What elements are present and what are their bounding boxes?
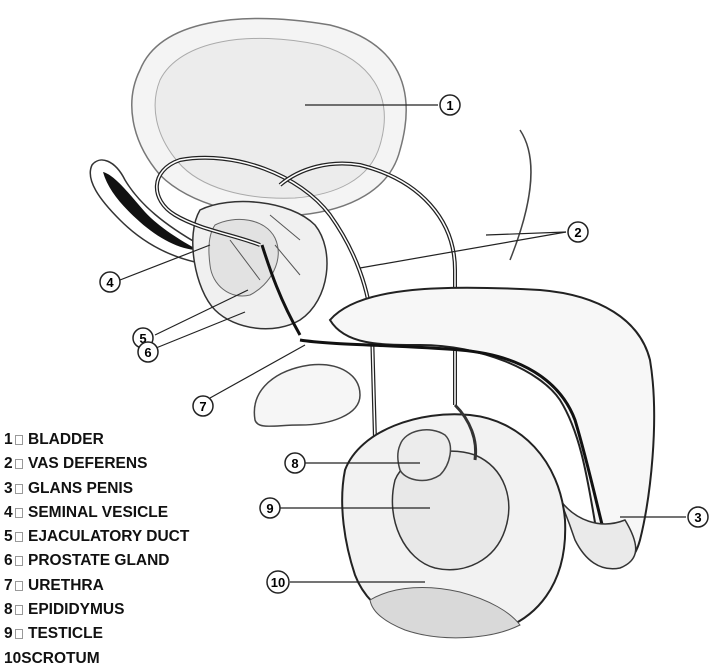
legend-number: 5: [4, 525, 14, 549]
legend-item: 4 SEMINAL VESICLE: [4, 501, 189, 525]
legend-item: 2 VAS DEFERENS: [4, 452, 189, 476]
legend-label: TESTICLE: [28, 625, 103, 642]
legend-label: SCROTUM: [21, 650, 99, 667]
bladder-shape: [132, 19, 406, 216]
legend-item: 8 EPIDIDYMUS: [4, 598, 189, 622]
legend-item: 10SCROTUM: [4, 647, 189, 671]
separator-icon: [15, 629, 23, 639]
legend-item: 7 URETHRA: [4, 574, 189, 598]
marker-6: 6: [138, 342, 158, 362]
marker-9: 9: [260, 498, 280, 518]
svg-text:6: 6: [144, 345, 151, 360]
legend-number: 6: [4, 549, 14, 573]
marker-10: 10: [267, 571, 289, 593]
legend-item: 9 TESTICLE: [4, 622, 189, 646]
separator-icon: [15, 508, 23, 518]
separator-icon: [15, 532, 23, 542]
legend-number: 9: [4, 622, 14, 646]
marker-1: 1: [440, 95, 460, 115]
svg-text:8: 8: [291, 456, 298, 471]
prostate-shape: [193, 202, 327, 329]
legend-label: VAS DEFERENS: [28, 455, 147, 472]
legend-label: EJACULATORY DUCT: [28, 528, 189, 545]
legend-item: 3 GLANS PENIS: [4, 477, 189, 501]
separator-icon: [15, 459, 23, 469]
legend-number: 10: [4, 647, 21, 671]
marker-2: 2: [568, 222, 588, 242]
marker-7: 7: [193, 396, 213, 416]
svg-text:4: 4: [106, 275, 114, 290]
marker-8: 8: [285, 453, 305, 473]
legend-item: 6 PROSTATE GLAND: [4, 549, 189, 573]
legend-label: GLANS PENIS: [28, 480, 133, 497]
svg-text:1: 1: [446, 98, 453, 113]
legend-label: SEMINAL VESICLE: [28, 504, 168, 521]
legend-number: 1: [4, 428, 14, 452]
separator-icon: [15, 484, 23, 494]
svg-text:7: 7: [199, 399, 206, 414]
legend: 1 BLADDER 2 VAS DEFERENS 3 GLANS PENIS 4 SEM…: [4, 428, 189, 671]
separator-icon: [15, 435, 23, 445]
thigh-outline: [254, 365, 360, 427]
separator-icon: [15, 605, 23, 615]
marker-3: 3: [688, 507, 708, 527]
svg-text:9: 9: [266, 501, 273, 516]
legend-number: 7: [4, 574, 14, 598]
separator-icon: [15, 556, 23, 566]
legend-number: 8: [4, 598, 14, 622]
svg-text:10: 10: [271, 575, 285, 590]
legend-number: 4: [4, 501, 14, 525]
separator-icon: [15, 581, 23, 591]
legend-item: 1 BLADDER: [4, 428, 189, 452]
legend-number: 2: [4, 452, 14, 476]
legend-label: BLADDER: [28, 431, 104, 448]
svg-text:2: 2: [574, 225, 581, 240]
marker-4: 4: [100, 272, 120, 292]
legend-number: 3: [4, 477, 14, 501]
legend-label: URETHRA: [28, 577, 104, 594]
legend-label: PROSTATE GLAND: [28, 552, 170, 569]
legend-item: 5 EJACULATORY DUCT: [4, 525, 189, 549]
svg-text:3: 3: [694, 510, 701, 525]
legend-label: EPIDIDYMUS: [28, 601, 124, 618]
